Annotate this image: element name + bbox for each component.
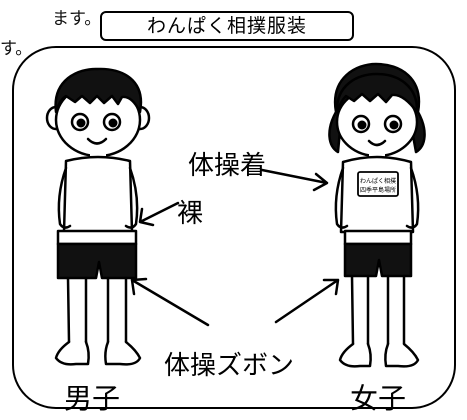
boy-mouth xyxy=(86,137,108,145)
boy-left-foot xyxy=(54,340,90,366)
boy-figure xyxy=(45,67,151,366)
label-bare: 裸 xyxy=(177,199,204,229)
arrow-bare xyxy=(138,201,180,227)
boy-right-foot xyxy=(104,340,142,366)
arrow-gym-pants-boy xyxy=(130,277,210,327)
cropped-text-line-1: ます。 xyxy=(52,9,102,29)
cropped-text-line-2: す。 xyxy=(0,39,33,59)
girl-waistband xyxy=(343,229,413,246)
label-gym-shirt: 体操着 xyxy=(188,151,267,181)
girl-right-arm xyxy=(405,166,420,229)
girl-mouth xyxy=(367,139,387,147)
girl-shorts xyxy=(343,242,413,278)
boy-right-arm xyxy=(124,166,139,229)
girl-bangs xyxy=(335,72,419,114)
girl-left-leg xyxy=(350,274,370,346)
label-girl: 女子 xyxy=(350,382,407,415)
label-boy: 男子 xyxy=(64,382,121,415)
girl-right-foot xyxy=(384,342,420,368)
boy-hair xyxy=(54,67,143,114)
boy-shirt xyxy=(62,155,134,234)
boy-right-leg xyxy=(106,276,128,344)
boy-left-arm xyxy=(57,166,72,229)
girl-left-foot xyxy=(338,342,372,368)
label-gym-pants: 体操ズボン xyxy=(164,351,295,381)
arrow-gym-shirt xyxy=(260,168,329,192)
shirt-print-line-1: わんぱく相撲 xyxy=(360,177,396,185)
shirt-print-line-2: 四季平島場所 xyxy=(360,186,396,194)
arrow-gym-pants-girl xyxy=(274,278,340,324)
girl-right-leg xyxy=(386,274,406,346)
boy-waistband xyxy=(56,229,138,246)
girl-figure xyxy=(328,62,426,368)
boy-shorts xyxy=(56,242,138,280)
girl-left-arm xyxy=(334,166,349,229)
boy-left-leg xyxy=(66,276,88,344)
title-box: わんぱく相撲服装 xyxy=(100,11,354,41)
shirt-print-box xyxy=(357,171,399,197)
